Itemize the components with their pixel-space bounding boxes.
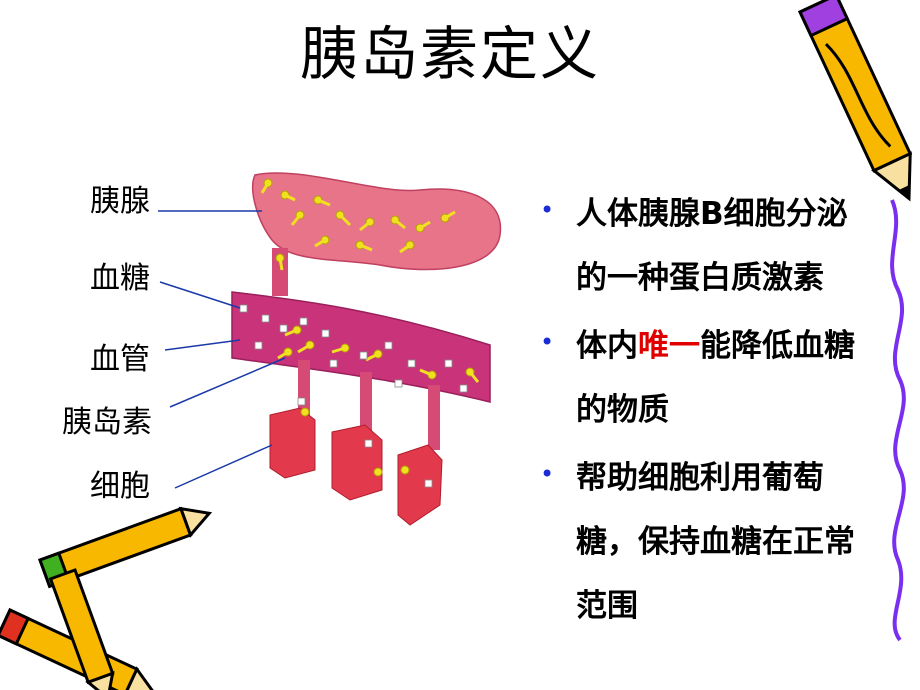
leader-insulin	[169, 357, 286, 408]
bullet-item: • 体内唯一能降低血糖的物质	[540, 314, 870, 442]
insulin-molecules	[260, 178, 480, 477]
bullet-dot-icon: •	[540, 460, 555, 488]
pencil-icon	[798, 0, 913, 202]
cell-duct-2	[360, 372, 372, 442]
bullet-text: 帮助细胞利用葡萄糖，保持血糖在正常范围	[576, 460, 855, 624]
leader-blood-sugar	[159, 281, 241, 309]
label-cell: 细胞	[90, 469, 150, 504]
bullet-text-pre: 体内	[576, 328, 638, 364]
bullet-text-post: 能降低血糖的物质	[576, 328, 855, 428]
bullet-dot-icon: •	[540, 196, 555, 224]
leader-cell	[174, 444, 273, 489]
cell-duct-3	[428, 385, 440, 450]
bullet-item: • 帮助细胞利用葡萄糖，保持血糖在正常范围	[540, 446, 870, 638]
glucose-cubes	[239, 304, 468, 488]
cell-1	[269, 407, 316, 479]
cell-3	[397, 444, 443, 526]
bullet-text: 体内唯一能降低血糖的物质	[576, 314, 870, 442]
label-blood-vessel: 血管	[90, 342, 150, 377]
cell-2	[331, 424, 383, 501]
crossed-pencils-icon	[0, 506, 213, 690]
bullet-dot-icon: •	[540, 328, 555, 356]
bullet-highlight: 唯一	[638, 328, 700, 364]
label-insulin: 胰岛素	[62, 405, 152, 440]
bullet-list: • 人体胰腺B细胞分泌的一种蛋白质激素 • 体内唯一能降低血糖的物质 • 帮助细…	[540, 182, 870, 642]
bullet-item: • 人体胰腺B细胞分泌的一种蛋白质激素	[540, 182, 870, 310]
slide-title: 胰岛素定义	[300, 20, 601, 88]
bullet-text: 人体胰腺B细胞分泌的一种蛋白质激素	[576, 196, 848, 296]
blue-squiggle	[890, 199, 906, 642]
label-blood-sugar: 血糖	[90, 261, 150, 296]
label-pancreas: 胰腺	[90, 184, 150, 219]
leader-vessel	[164, 339, 241, 351]
pancreas-shape	[251, 172, 502, 271]
